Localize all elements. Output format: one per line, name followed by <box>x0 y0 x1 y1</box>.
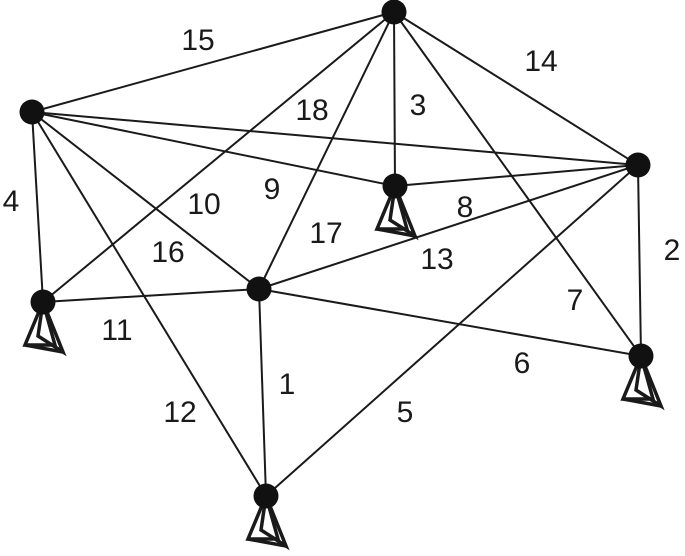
member-1 <box>258 288 267 497</box>
member-3 <box>393 11 396 187</box>
member-label-9: 9 <box>264 173 281 206</box>
node-n2 <box>19 99 45 125</box>
member-12 <box>31 111 267 497</box>
pin-support-icon <box>22 295 67 357</box>
member-17 <box>258 11 395 290</box>
node-n5 <box>246 276 272 302</box>
member-label-15: 15 <box>181 24 214 57</box>
node-n8 <box>253 483 279 509</box>
members-layer <box>31 11 642 497</box>
member-label-4: 4 <box>3 185 20 218</box>
member-18 <box>31 111 639 166</box>
member-10 <box>42 11 395 303</box>
supports-layer <box>22 179 665 551</box>
member-label-2: 2 <box>664 234 681 267</box>
member-label-3: 3 <box>410 89 427 122</box>
member-6 <box>258 288 642 357</box>
member-13 <box>258 164 639 290</box>
member-2 <box>637 164 642 357</box>
member-label-6: 6 <box>514 347 531 380</box>
member-label-18: 18 <box>295 94 328 127</box>
node-n6 <box>30 289 56 315</box>
node-n1 <box>381 0 407 25</box>
member-11 <box>42 288 260 303</box>
member-15 <box>31 11 395 113</box>
member-16 <box>31 111 260 290</box>
member-label-16: 16 <box>151 236 184 269</box>
member-label-12: 12 <box>163 396 196 429</box>
node-n4 <box>382 173 408 199</box>
member-14 <box>393 11 639 166</box>
member-label-10: 10 <box>187 188 220 221</box>
member-8 <box>394 164 639 187</box>
member-7 <box>393 11 642 357</box>
node-n3 <box>625 152 651 178</box>
member-5 <box>265 164 639 497</box>
member-label-1: 1 <box>279 368 296 401</box>
member-label-14: 14 <box>524 45 557 78</box>
member-label-8: 8 <box>457 191 474 224</box>
member-label-7: 7 <box>567 284 584 317</box>
member-9 <box>31 111 396 187</box>
pin-support-icon <box>245 489 290 551</box>
member-label-5: 5 <box>397 396 414 429</box>
member-label-11: 11 <box>101 314 132 347</box>
nodes-layer <box>19 0 654 509</box>
pin-support-icon <box>620 349 665 411</box>
member-label-13: 13 <box>420 243 453 276</box>
node-n7 <box>628 343 654 369</box>
pin-support-icon <box>374 179 419 241</box>
member-4 <box>31 111 44 303</box>
member-label-17: 17 <box>309 217 342 250</box>
